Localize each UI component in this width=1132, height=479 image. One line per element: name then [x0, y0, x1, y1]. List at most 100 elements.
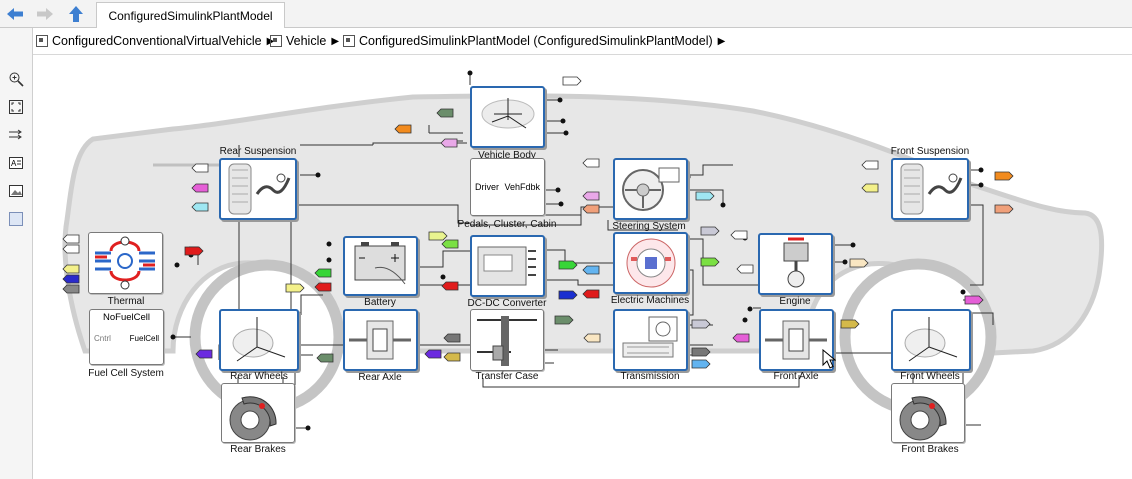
rear-brakes-label: Rear Brakes — [230, 444, 286, 455]
front-brakes-block[interactable] — [891, 383, 965, 443]
fuel-cell-system-block[interactable]: NoFuelCell Cntrl FuelCell — [89, 309, 164, 365]
axle-differential-icon — [765, 320, 827, 360]
breadcrumb-item-plant[interactable]: ConfiguredSimulinkPlantModel (Configured… — [343, 34, 725, 48]
pedals-cluster-cabin-block[interactable]: Driver VehFdbk — [470, 158, 545, 216]
outport-tag — [849, 258, 869, 268]
brake-disc-icon — [229, 396, 277, 441]
wheel-axes-icon — [904, 317, 958, 362]
electric-machines-block[interactable] — [613, 232, 688, 294]
inport-tag — [191, 202, 209, 212]
inport-tag — [582, 204, 600, 214]
svg-text:A: A — [11, 159, 17, 168]
outport-tag — [562, 76, 582, 86]
route-lines-button[interactable] — [7, 126, 25, 144]
axle-differential-icon — [349, 320, 411, 360]
inport-tag — [62, 264, 80, 274]
up-button[interactable] — [65, 3, 87, 25]
front-axle-block[interactable] — [759, 309, 836, 371]
engine-piston-icon — [783, 237, 809, 288]
outport-tag — [428, 231, 448, 241]
zoom-in-icon — [9, 72, 24, 87]
front-wheels-block[interactable] — [891, 309, 971, 371]
dc-dc-converter-block[interactable] — [470, 235, 545, 297]
inport-tag — [394, 124, 412, 134]
front-suspension-block[interactable] — [891, 158, 969, 220]
transfer-case-block[interactable] — [470, 309, 544, 371]
battery-label: Battery — [364, 297, 396, 308]
transmission-label: Transmission — [620, 371, 680, 382]
forward-button[interactable] — [34, 3, 56, 25]
area-button[interactable] — [7, 210, 25, 228]
rear-axle-block[interactable] — [343, 309, 418, 371]
outport-tag — [695, 191, 715, 201]
breadcrumb-label: ConfiguredConventionalVirtualVehicle — [52, 34, 262, 48]
image-annotation-icon — [9, 185, 23, 197]
converter-icon — [477, 246, 536, 286]
fit-to-view-icon — [9, 100, 23, 114]
zoom-in-button[interactable] — [7, 70, 25, 88]
steering-label: Steering System — [612, 221, 686, 232]
outport-tag — [285, 283, 305, 293]
suspension-icon — [228, 163, 291, 215]
text-annotation-button[interactable]: A — [7, 154, 25, 172]
model-canvas[interactable]: Vehicle Body Rear Suspension Front Suspe… — [33, 55, 1132, 479]
breadcrumb-item-vehicle[interactable]: Vehicle ▶ — [270, 34, 339, 48]
front-wheels-label: Front Wheels — [900, 371, 960, 382]
fit-to-view-button[interactable] — [7, 98, 25, 116]
rear-wheels-block[interactable] — [219, 309, 299, 371]
rear-wheels-label: Rear Wheels — [230, 371, 288, 382]
breadcrumb: ConfiguredConventionalVirtualVehicle ▶ V… — [0, 28, 1132, 55]
tab-label: ConfiguredSimulinkPlantModel — [108, 8, 273, 23]
thermal-icon — [95, 236, 155, 290]
engine-block[interactable] — [758, 233, 833, 295]
image-annotation-button[interactable] — [7, 182, 25, 200]
inport-tag — [62, 244, 80, 254]
inport-tag — [316, 353, 334, 363]
vehicle-body-block[interactable] — [470, 86, 545, 148]
pedals-label: Pedals, Cluster, Cabin — [457, 219, 557, 230]
inport-tag — [732, 333, 750, 343]
electric-motor-icon — [626, 238, 676, 288]
front-suspension-label: Front Suspension — [890, 146, 970, 157]
breadcrumb-item-root[interactable]: ConfiguredConventionalVirtualVehicle ▶ — [36, 34, 274, 48]
fuel-cell-cntrl-port: Cntrl — [94, 334, 111, 343]
model-reference-icon — [343, 35, 355, 47]
steering-wheel-icon — [622, 167, 680, 211]
mouse-cursor-icon — [822, 349, 836, 369]
brake-disc-icon — [899, 396, 947, 441]
outport-tag — [700, 226, 720, 236]
breadcrumb-label: Vehicle — [286, 34, 327, 48]
steering-system-block[interactable] — [613, 158, 688, 220]
thermal-block[interactable] — [88, 232, 163, 294]
back-arrow-icon — [7, 8, 23, 20]
inport-tag — [861, 160, 879, 170]
transfer-case-icon — [477, 316, 537, 366]
transmission-block[interactable] — [613, 309, 688, 371]
inport-tag — [443, 352, 461, 362]
rear-suspension-block[interactable] — [219, 158, 297, 220]
outport-tag — [691, 359, 711, 369]
rear-brakes-block[interactable] — [221, 383, 295, 443]
battery-block[interactable] — [343, 236, 418, 296]
pedals-vehfdbk-port: VehFdbk — [504, 182, 540, 192]
inport-tag — [314, 282, 332, 292]
toolbar: ConfiguredSimulinkPlantModel — [0, 0, 1132, 28]
inport-tag — [582, 265, 600, 275]
inport-tag — [424, 349, 442, 359]
up-arrow-icon — [69, 6, 83, 22]
inport-tag — [62, 284, 80, 294]
inport-tag — [443, 333, 461, 343]
forward-arrow-icon — [37, 8, 53, 20]
inport-tag — [861, 183, 879, 193]
vehicle-body-label: Vehicle Body — [478, 150, 536, 161]
inport-tag — [314, 268, 332, 278]
battery-icon — [354, 242, 406, 285]
back-button[interactable] — [4, 3, 26, 25]
outport-tag — [964, 295, 984, 305]
inport-tag — [582, 289, 600, 299]
front-brakes-label: Front Brakes — [901, 444, 959, 455]
route-lines-icon — [9, 129, 22, 140]
inport-tag — [441, 281, 459, 291]
inport-tag — [191, 183, 209, 193]
tab-configured-simulink-plant-model[interactable]: ConfiguredSimulinkPlantModel — [96, 2, 285, 28]
